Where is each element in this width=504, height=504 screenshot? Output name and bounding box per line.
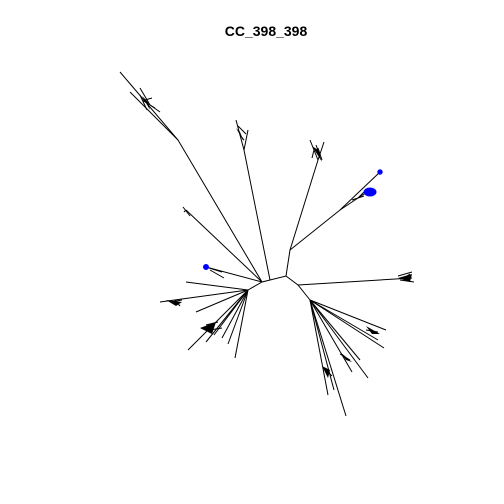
tip-cluster: [312, 146, 322, 162]
tip-cluster: [340, 352, 352, 362]
tip-cluster: [200, 322, 216, 334]
tip-cluster: [366, 326, 380, 334]
highlighted-tip: [377, 169, 383, 175]
highlighted-tip-cluster: [363, 187, 377, 197]
tip-cluster: [142, 96, 150, 110]
tip-cluster: [184, 206, 192, 218]
highlighted-tip: [203, 264, 209, 270]
tip-cluster: [398, 274, 412, 282]
tip-cluster: [322, 366, 330, 378]
tree-edges: [119, 71, 415, 417]
tree-tips: [142, 96, 412, 378]
tip-cluster: [236, 128, 244, 142]
tip-cluster: [166, 300, 182, 306]
figure-title: CC_398_398: [225, 23, 308, 39]
